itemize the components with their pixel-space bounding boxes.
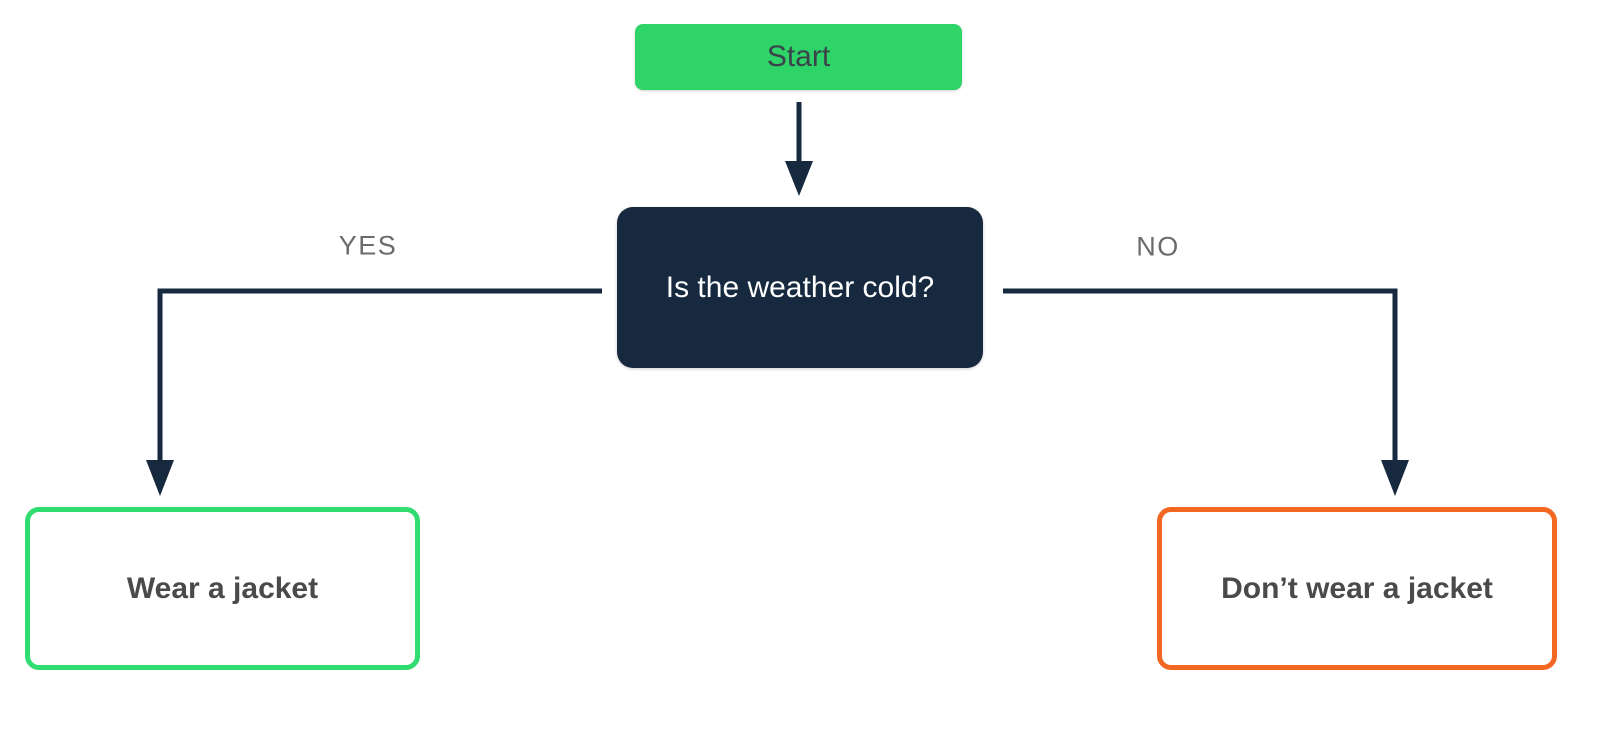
edge-no-line bbox=[1003, 288, 1398, 462]
node-start: Start bbox=[635, 24, 962, 90]
edge-label-no: NO bbox=[1136, 231, 1180, 262]
arrowhead-down-start bbox=[785, 161, 813, 196]
edge-label-yes: YES bbox=[338, 230, 398, 261]
node-dont-wear-a-jacket: Don’t wear a jacket bbox=[1157, 507, 1557, 670]
arrowhead-down-yes bbox=[146, 460, 174, 496]
arrowhead-down-no bbox=[1381, 460, 1409, 496]
edge-no-branch bbox=[1003, 288, 1409, 496]
edge-yes-line bbox=[157, 288, 602, 462]
node-dont-wear-a-jacket-label: Don’t wear a jacket bbox=[1221, 571, 1493, 605]
edge-yes-branch bbox=[146, 288, 602, 496]
node-decision: Is the weather cold? bbox=[617, 207, 983, 368]
node-wear-a-jacket-label: Wear a jacket bbox=[126, 571, 319, 605]
node-start-label: Start bbox=[766, 40, 831, 73]
node-decision-label: Is the weather cold? bbox=[665, 270, 935, 304]
node-wear-a-jacket: Wear a jacket bbox=[25, 507, 420, 670]
edge-start-to-decision bbox=[785, 102, 813, 196]
